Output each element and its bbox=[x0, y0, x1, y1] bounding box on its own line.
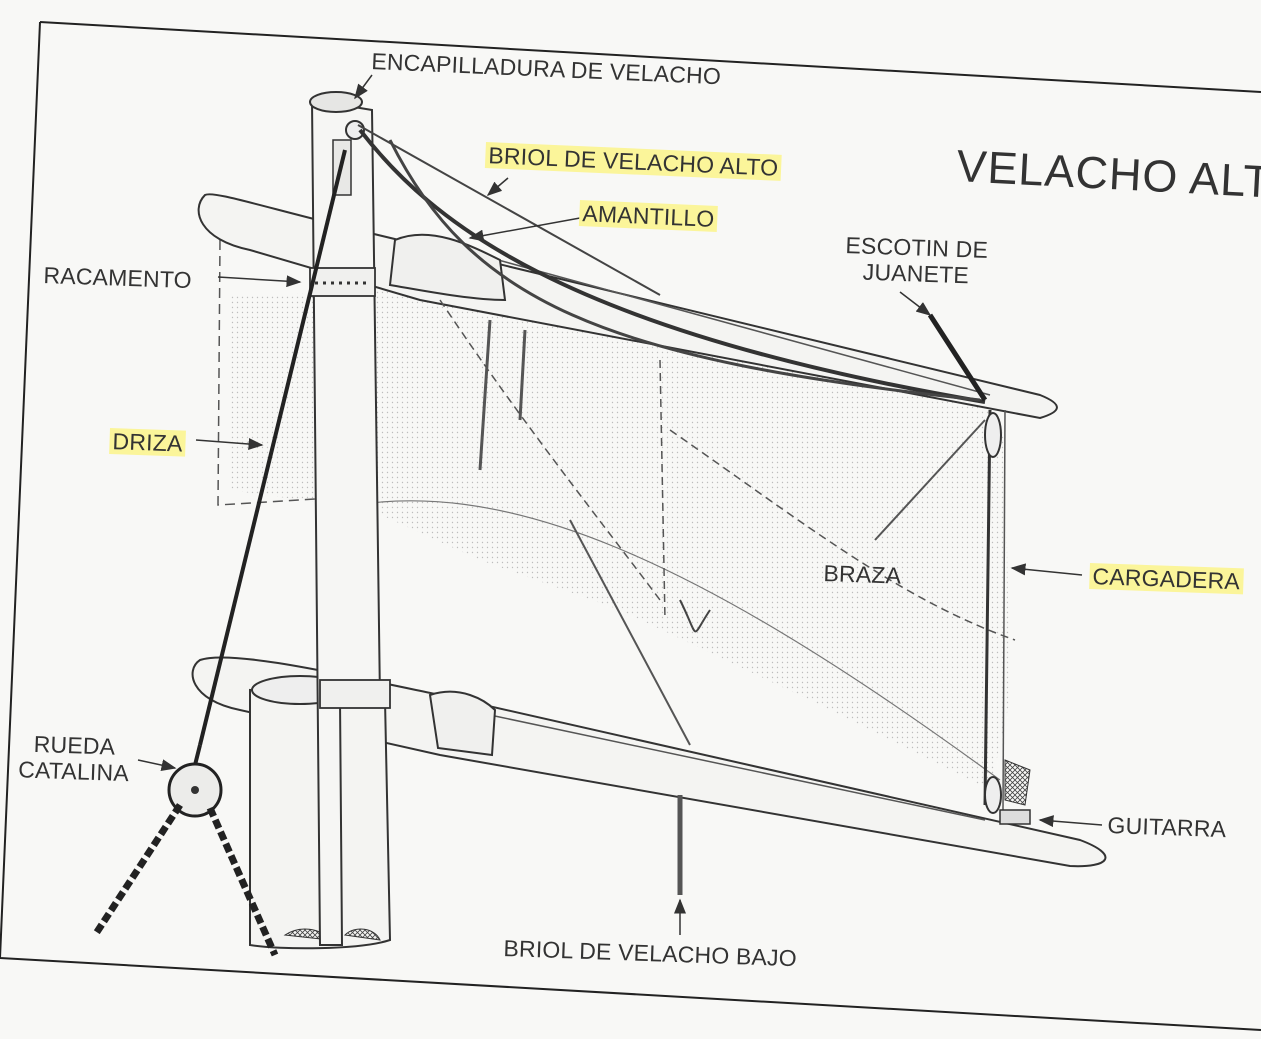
leader-racamento bbox=[217, 275, 302, 288]
leader-rueda bbox=[137, 759, 177, 772]
leader-escotin bbox=[899, 291, 932, 316]
label-escotin-line2: JUANETE bbox=[862, 258, 970, 289]
upper-parral bbox=[388, 233, 507, 302]
leader-driza bbox=[195, 437, 264, 450]
label-cargadera: CARGADERA bbox=[1089, 563, 1244, 595]
furled-sail-edge bbox=[217, 239, 331, 506]
leader-encapilladura bbox=[354, 74, 373, 100]
lower-yard bbox=[191, 656, 1107, 868]
buntline-2 bbox=[659, 359, 666, 621]
chain-right bbox=[206, 806, 279, 957]
braza-line bbox=[569, 519, 691, 746]
cargadera-rope bbox=[983, 409, 992, 806]
amantillo-rope bbox=[358, 128, 986, 404]
escotin-rope bbox=[927, 313, 988, 402]
label-braza: BRAZA bbox=[823, 560, 902, 589]
label-guitarra: GUITARRA bbox=[1107, 812, 1227, 843]
label-escotin: ESCOTIN DE JUANETE bbox=[844, 232, 988, 289]
label-driza-text: DRIZA bbox=[109, 428, 186, 457]
frame-border bbox=[0, 21, 1261, 1031]
sail bbox=[230, 290, 1010, 790]
masthead-cap bbox=[309, 91, 363, 113]
amantillo-curve bbox=[388, 139, 981, 402]
guitarra-fitting bbox=[999, 809, 1031, 825]
briol-alto-rope bbox=[357, 124, 661, 296]
upper-jackstay bbox=[479, 254, 991, 396]
sail-belly-curve bbox=[329, 500, 1001, 781]
lower-band bbox=[319, 679, 391, 709]
leader-cargadera bbox=[1010, 563, 1083, 576]
chain-left bbox=[92, 803, 183, 937]
lower-jackstay bbox=[489, 714, 986, 821]
lower-parral bbox=[428, 690, 497, 757]
label-driza: DRIZA bbox=[109, 428, 186, 457]
label-cargadera-text: CARGADERA bbox=[1089, 563, 1244, 595]
label-racamento: RACAMENTO bbox=[43, 262, 193, 294]
buntline-1 bbox=[439, 299, 661, 601]
label-rueda-line2: CATALINA bbox=[17, 756, 130, 787]
driza-rope bbox=[198, 149, 347, 746]
label-rueda-catalina: RUEDA CATALINA bbox=[8, 730, 140, 787]
leader-guitarra bbox=[1038, 815, 1103, 828]
leader-amantillo bbox=[468, 217, 581, 242]
leader-briol-alto bbox=[486, 177, 509, 196]
buntline-3 bbox=[669, 429, 1016, 641]
sail-clew-net bbox=[1004, 759, 1031, 806]
